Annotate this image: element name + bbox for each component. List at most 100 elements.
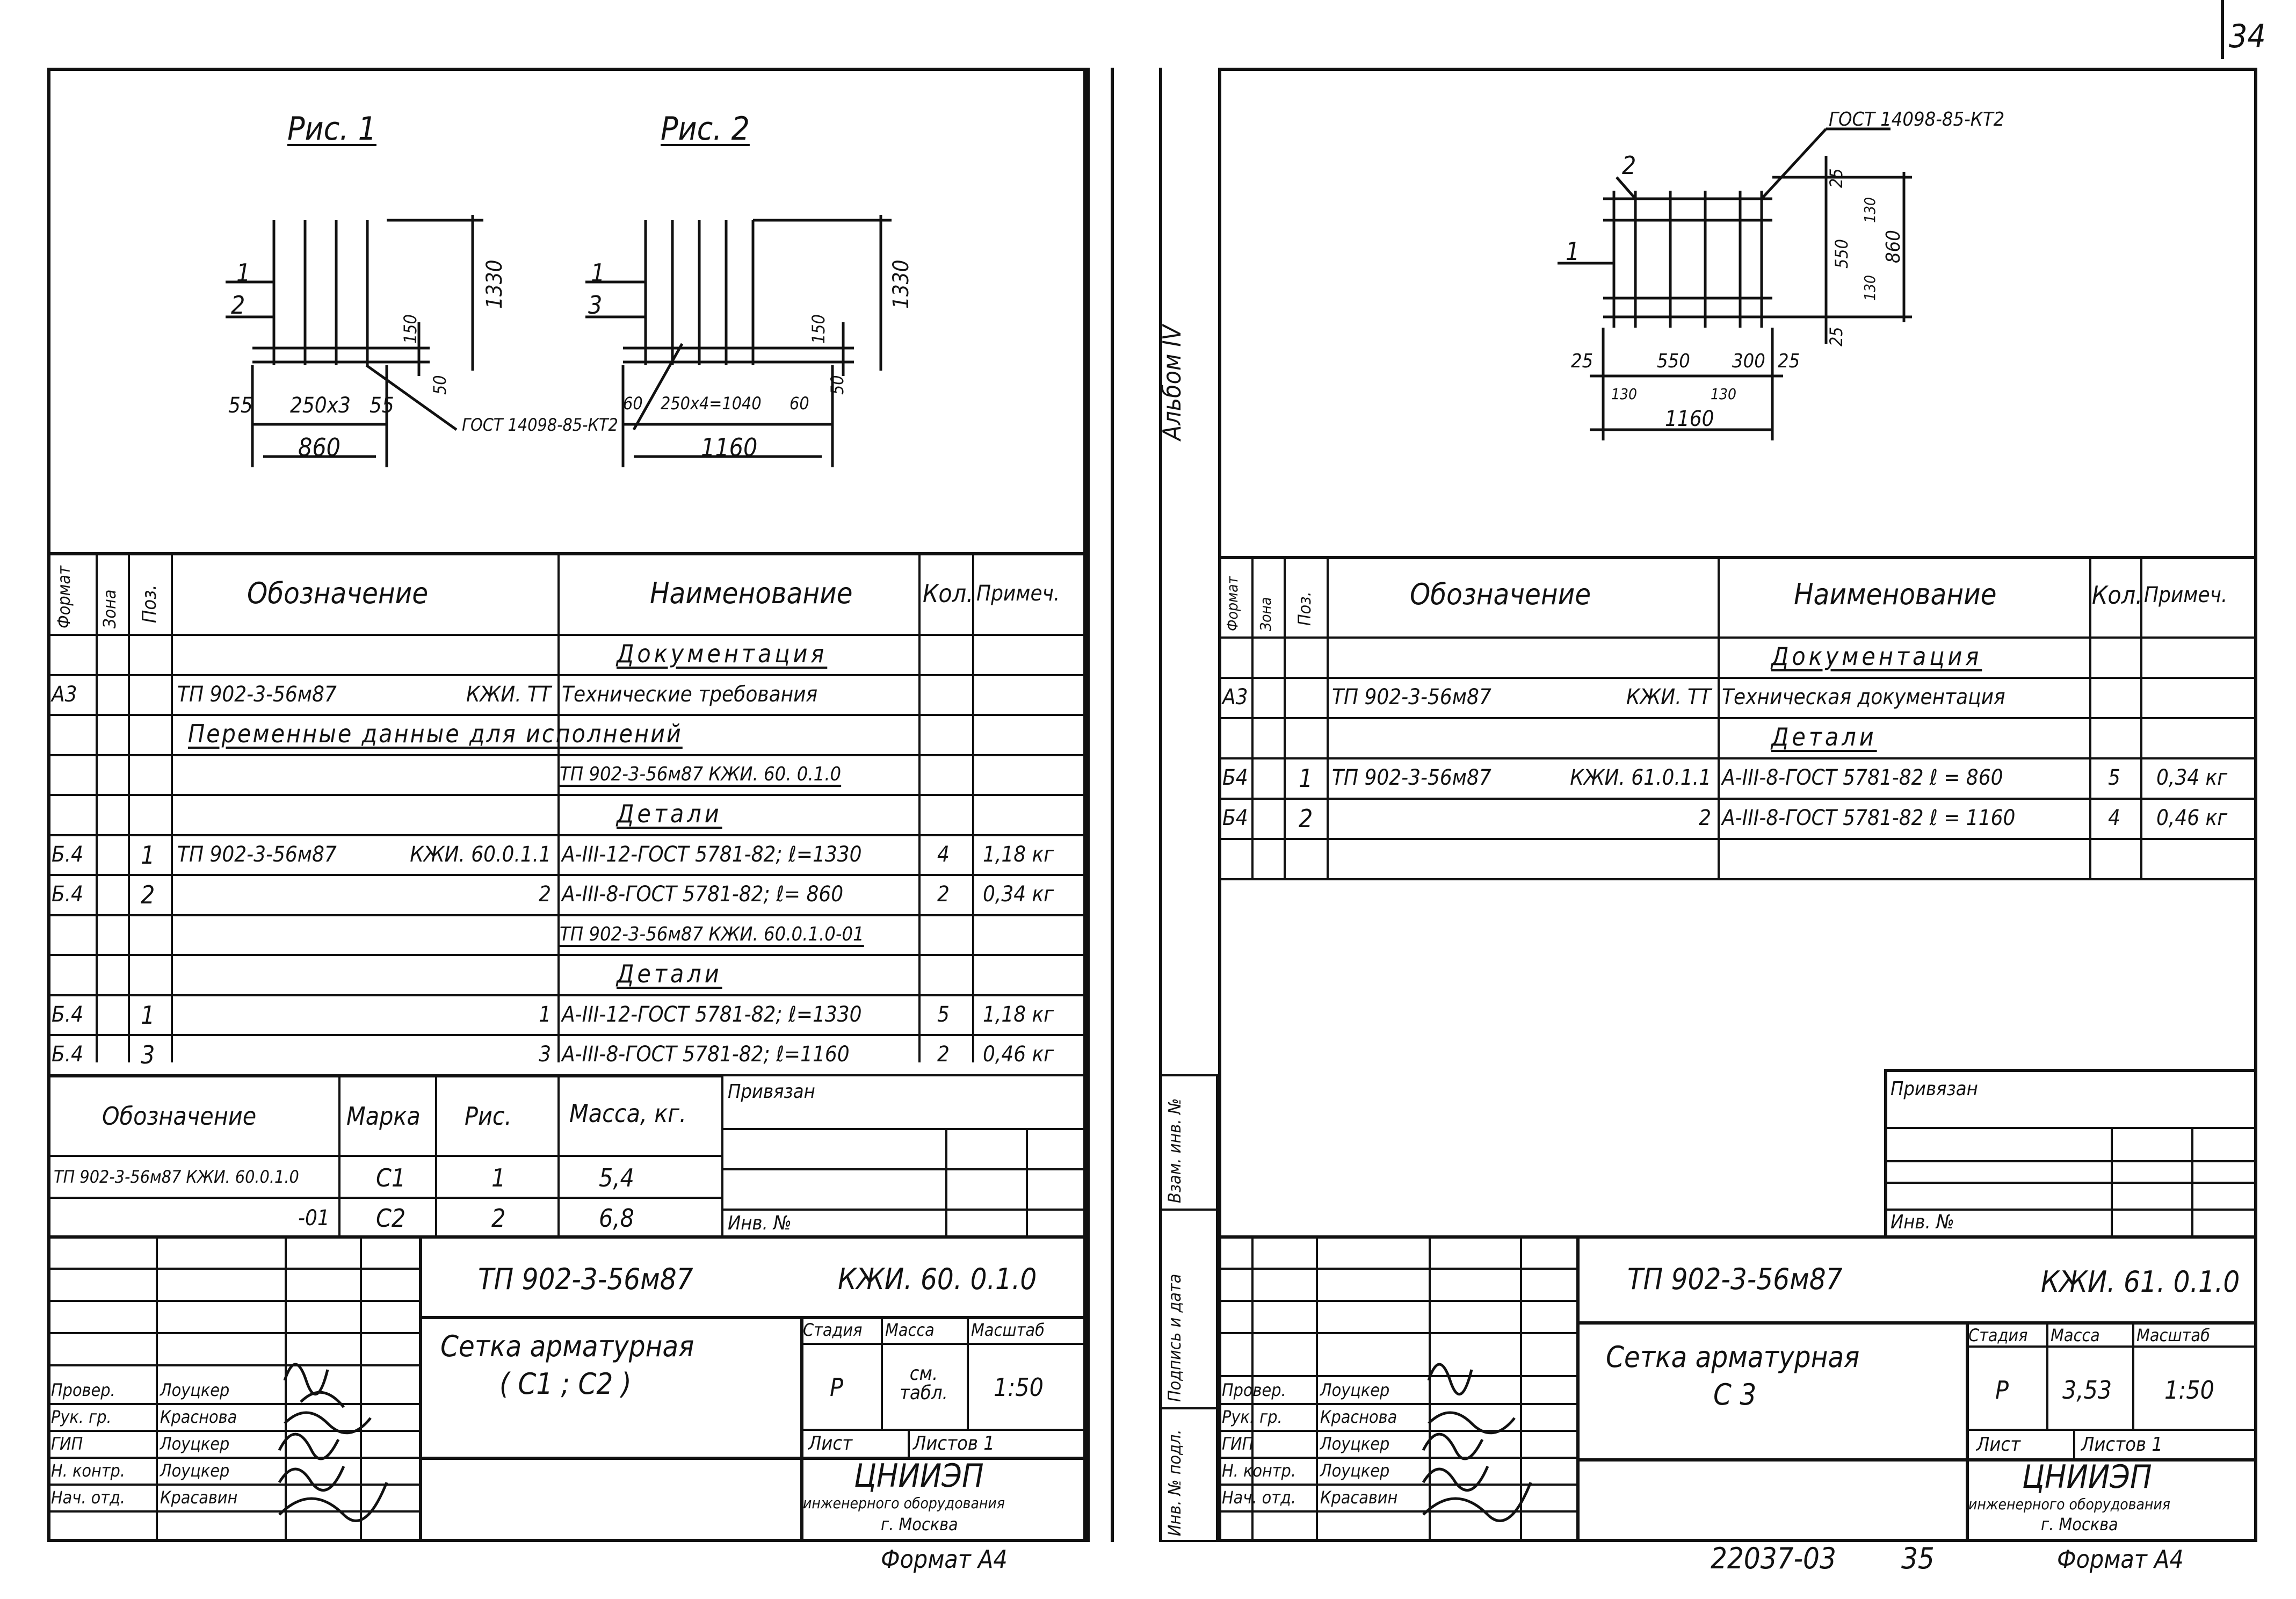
left-spec-header-rule xyxy=(47,634,1087,636)
right-stamp-r3 xyxy=(1218,1332,1576,1334)
left-spec-col-format xyxy=(96,552,98,1062)
spec-row-rule xyxy=(1218,798,2257,800)
spec-row-rule xyxy=(47,754,1087,756)
right-stamp-title1: Сетка арматурная xyxy=(1606,1340,1860,1374)
right-spec-header-rule xyxy=(1218,636,2257,639)
left-var-r1-mass: 5,4 xyxy=(599,1163,634,1192)
spec-name: А-III-8-ГОСТ 5781-82 ℓ = 1160 xyxy=(1722,806,2016,830)
right-priv-rule1 xyxy=(1884,1127,2257,1129)
fig1-pos2: 2 xyxy=(231,291,245,320)
right-stamp-scale-h: Масштаб xyxy=(2136,1325,2210,1345)
left-stamp-stage-h: Стадия xyxy=(803,1320,863,1340)
spec-row-rule xyxy=(47,834,1087,836)
left-stamp-col3 xyxy=(360,1235,362,1542)
spine-sign: Подпись и дата xyxy=(1164,1274,1185,1402)
left-priv-rule3 xyxy=(721,1209,1087,1211)
left-stamp-mass-h: Масса xyxy=(885,1320,935,1340)
spec-format: Б4 xyxy=(1222,765,1248,790)
spec-pos: 1 xyxy=(141,840,155,870)
left-spec-h-pos: Поз. xyxy=(139,584,161,623)
right-stamp-scale: 1:50 xyxy=(2164,1376,2214,1405)
spec-pos: 1 xyxy=(1299,764,1313,793)
fig1-dim-mid: 250х3 xyxy=(290,393,351,418)
left-var-col4 xyxy=(721,1074,723,1235)
left-stamp-r7 xyxy=(47,1457,419,1459)
right-stamp-r6 xyxy=(1218,1430,1576,1432)
left-var-top-rule xyxy=(47,1074,721,1077)
bottom-doc-number: 22037-03 xyxy=(1711,1542,1836,1575)
spine-album: Альбом IV xyxy=(1157,325,1186,440)
left-stamp-stage: Р xyxy=(830,1373,843,1402)
spec-format: Б.4 xyxy=(52,1042,84,1067)
left-spec-h-zone: Зона xyxy=(99,589,120,628)
left-var-r2-designation: -01 xyxy=(298,1206,330,1231)
spec-name: Детали xyxy=(617,799,722,828)
spec-code: 1 xyxy=(539,1002,551,1027)
right-fig-v860: 860 xyxy=(1882,230,1904,263)
stamp-role: Нач. отд. xyxy=(51,1487,126,1508)
right-stamp-org3: г. Москва xyxy=(2041,1514,2118,1535)
spec-format: Б.4 xyxy=(52,882,84,907)
spec-designation: ТП 902-3-56м87 xyxy=(177,842,337,867)
right-stamp-right-col xyxy=(1966,1321,1969,1542)
spec-pos: 2 xyxy=(141,880,155,909)
spec-name: Переменные данные для исполнений xyxy=(188,719,683,748)
left-stamp-sheets: Листов 1 xyxy=(913,1432,995,1455)
left-stamp-title2: ( С1 ; С2 ) xyxy=(499,1367,632,1401)
spine-box-rule1 xyxy=(1159,1209,1218,1211)
right-fig-d130b: 130 xyxy=(1711,385,1737,403)
left-stamp-mass: см. табл. xyxy=(900,1363,948,1404)
right-stamp-mass-h: Масса xyxy=(2051,1325,2100,1345)
fig2-pos3: 3 xyxy=(588,291,603,320)
spec-code: КЖИ. ТТ xyxy=(466,682,551,707)
spine-box-rule2 xyxy=(1159,1407,1218,1409)
left-var-h-mark: Марка xyxy=(346,1102,421,1131)
left-format: Формат А4 xyxy=(881,1545,1008,1574)
stamp-role: Рук. гр. xyxy=(51,1407,112,1427)
left-stamp-r3 xyxy=(47,1332,419,1334)
spec-qty: 4 xyxy=(937,842,950,867)
left-sheet-frame xyxy=(47,68,1087,1542)
spec-code: КЖИ. 60.0.1.1 xyxy=(410,842,551,867)
fig1-dim-150: 150 xyxy=(400,314,421,344)
right-fig-v130b: 130 xyxy=(1861,274,1879,301)
left-stamp-col2 xyxy=(285,1235,287,1542)
left-spec-h-name: Наименование xyxy=(650,576,853,610)
stamp-person: Лоуцкер xyxy=(1320,1434,1390,1454)
right-stamp-title-rule xyxy=(1576,1321,2257,1325)
stamp-role: Рук. гр. xyxy=(1222,1407,1283,1427)
right-spec-h-format: Формат xyxy=(1223,576,1241,631)
spec-format: Б.4 xyxy=(52,842,84,867)
right-fig-v25a: 25 xyxy=(1826,168,1846,188)
right-stamp-stage: Р xyxy=(1995,1376,2009,1405)
stamp-role: Провер. xyxy=(1222,1380,1286,1400)
fig2-dim-total: 1160 xyxy=(701,433,758,462)
left-spec-h-format: Формат xyxy=(54,566,74,628)
right-fig-d1160: 1160 xyxy=(1665,407,1714,431)
left-var-r2-fig: 2 xyxy=(491,1204,506,1233)
left-stamp-title1: Сетка арматурная xyxy=(440,1329,694,1363)
spec-code: КЖИ. 61.0.1.1 xyxy=(1570,765,1711,790)
stamp-person: Лоуцкер xyxy=(160,1434,230,1454)
spec-qty: 2 xyxy=(937,882,950,907)
spec-qty: 2 xyxy=(937,1042,950,1067)
left-priv-col2 xyxy=(1026,1128,1028,1235)
spine-mid-rule xyxy=(1111,68,1114,1542)
left-stamp-mass-col xyxy=(967,1316,969,1429)
right-stamp-col3 xyxy=(1520,1235,1522,1542)
left-stamp-org1: ЦНИИЭП xyxy=(854,1457,984,1495)
left-spec-col-zone xyxy=(128,552,130,1062)
spine-inv: Инв. № подл. xyxy=(1164,1429,1185,1536)
right-stamp-code: КЖИ. 61. 0.1.0 xyxy=(2041,1265,2240,1299)
right-spec-h-designation: Обозначение xyxy=(1410,577,1591,611)
right-priv-rule4 xyxy=(1884,1209,2257,1211)
spec-designation: ТП 902-3-56м87 xyxy=(177,682,337,707)
left-spec-top-rule xyxy=(47,552,1087,555)
stamp-person: Краснова xyxy=(1320,1407,1397,1427)
spec-pos: 2 xyxy=(1299,804,1313,833)
right-spec-top-rule xyxy=(1218,556,2257,559)
left-priv-rule1 xyxy=(721,1128,1087,1130)
right-fig-v550: 550 xyxy=(1831,239,1852,269)
spec-designation: ТП 902-3-56м87 xyxy=(1332,685,1491,710)
left-var-r1-designation: ТП 902-3-56м87 КЖИ. 60.0.1.0 xyxy=(54,1167,299,1187)
